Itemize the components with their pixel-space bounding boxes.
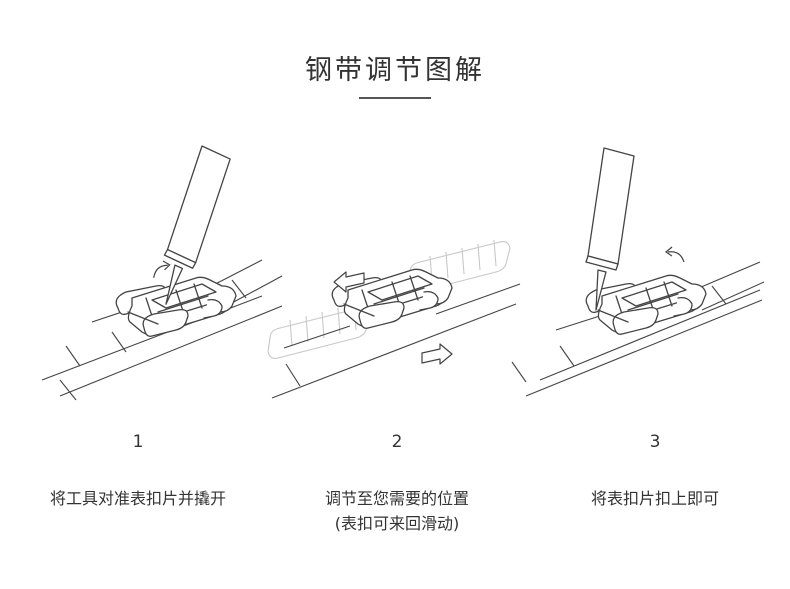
step3-caption: 将表扣片扣上即可 — [545, 486, 765, 511]
step3-illustration — [511, 147, 765, 397]
step2-illustration — [267, 239, 521, 399]
step1-number: 1 — [132, 432, 144, 452]
step3-text: 将表扣片扣上即可 — [590, 489, 719, 508]
step2-text: 调节至您需要的位置 — [324, 489, 469, 508]
step1-illustration — [41, 142, 283, 401]
step1-caption: 将工具对准表扣片并撬开 — [28, 486, 248, 511]
step2-number: 2 — [391, 432, 403, 452]
step2-note: (表扣可来回滑动) — [334, 514, 460, 533]
title-underline — [359, 97, 431, 99]
step3-number: 3 — [649, 432, 661, 452]
step2-caption: 调节至您需要的位置 (表扣可来回滑动) — [287, 486, 507, 536]
step1-text: 将工具对准表扣片并撬开 — [49, 489, 226, 508]
page-title: 钢带调节图解 — [305, 55, 485, 86]
